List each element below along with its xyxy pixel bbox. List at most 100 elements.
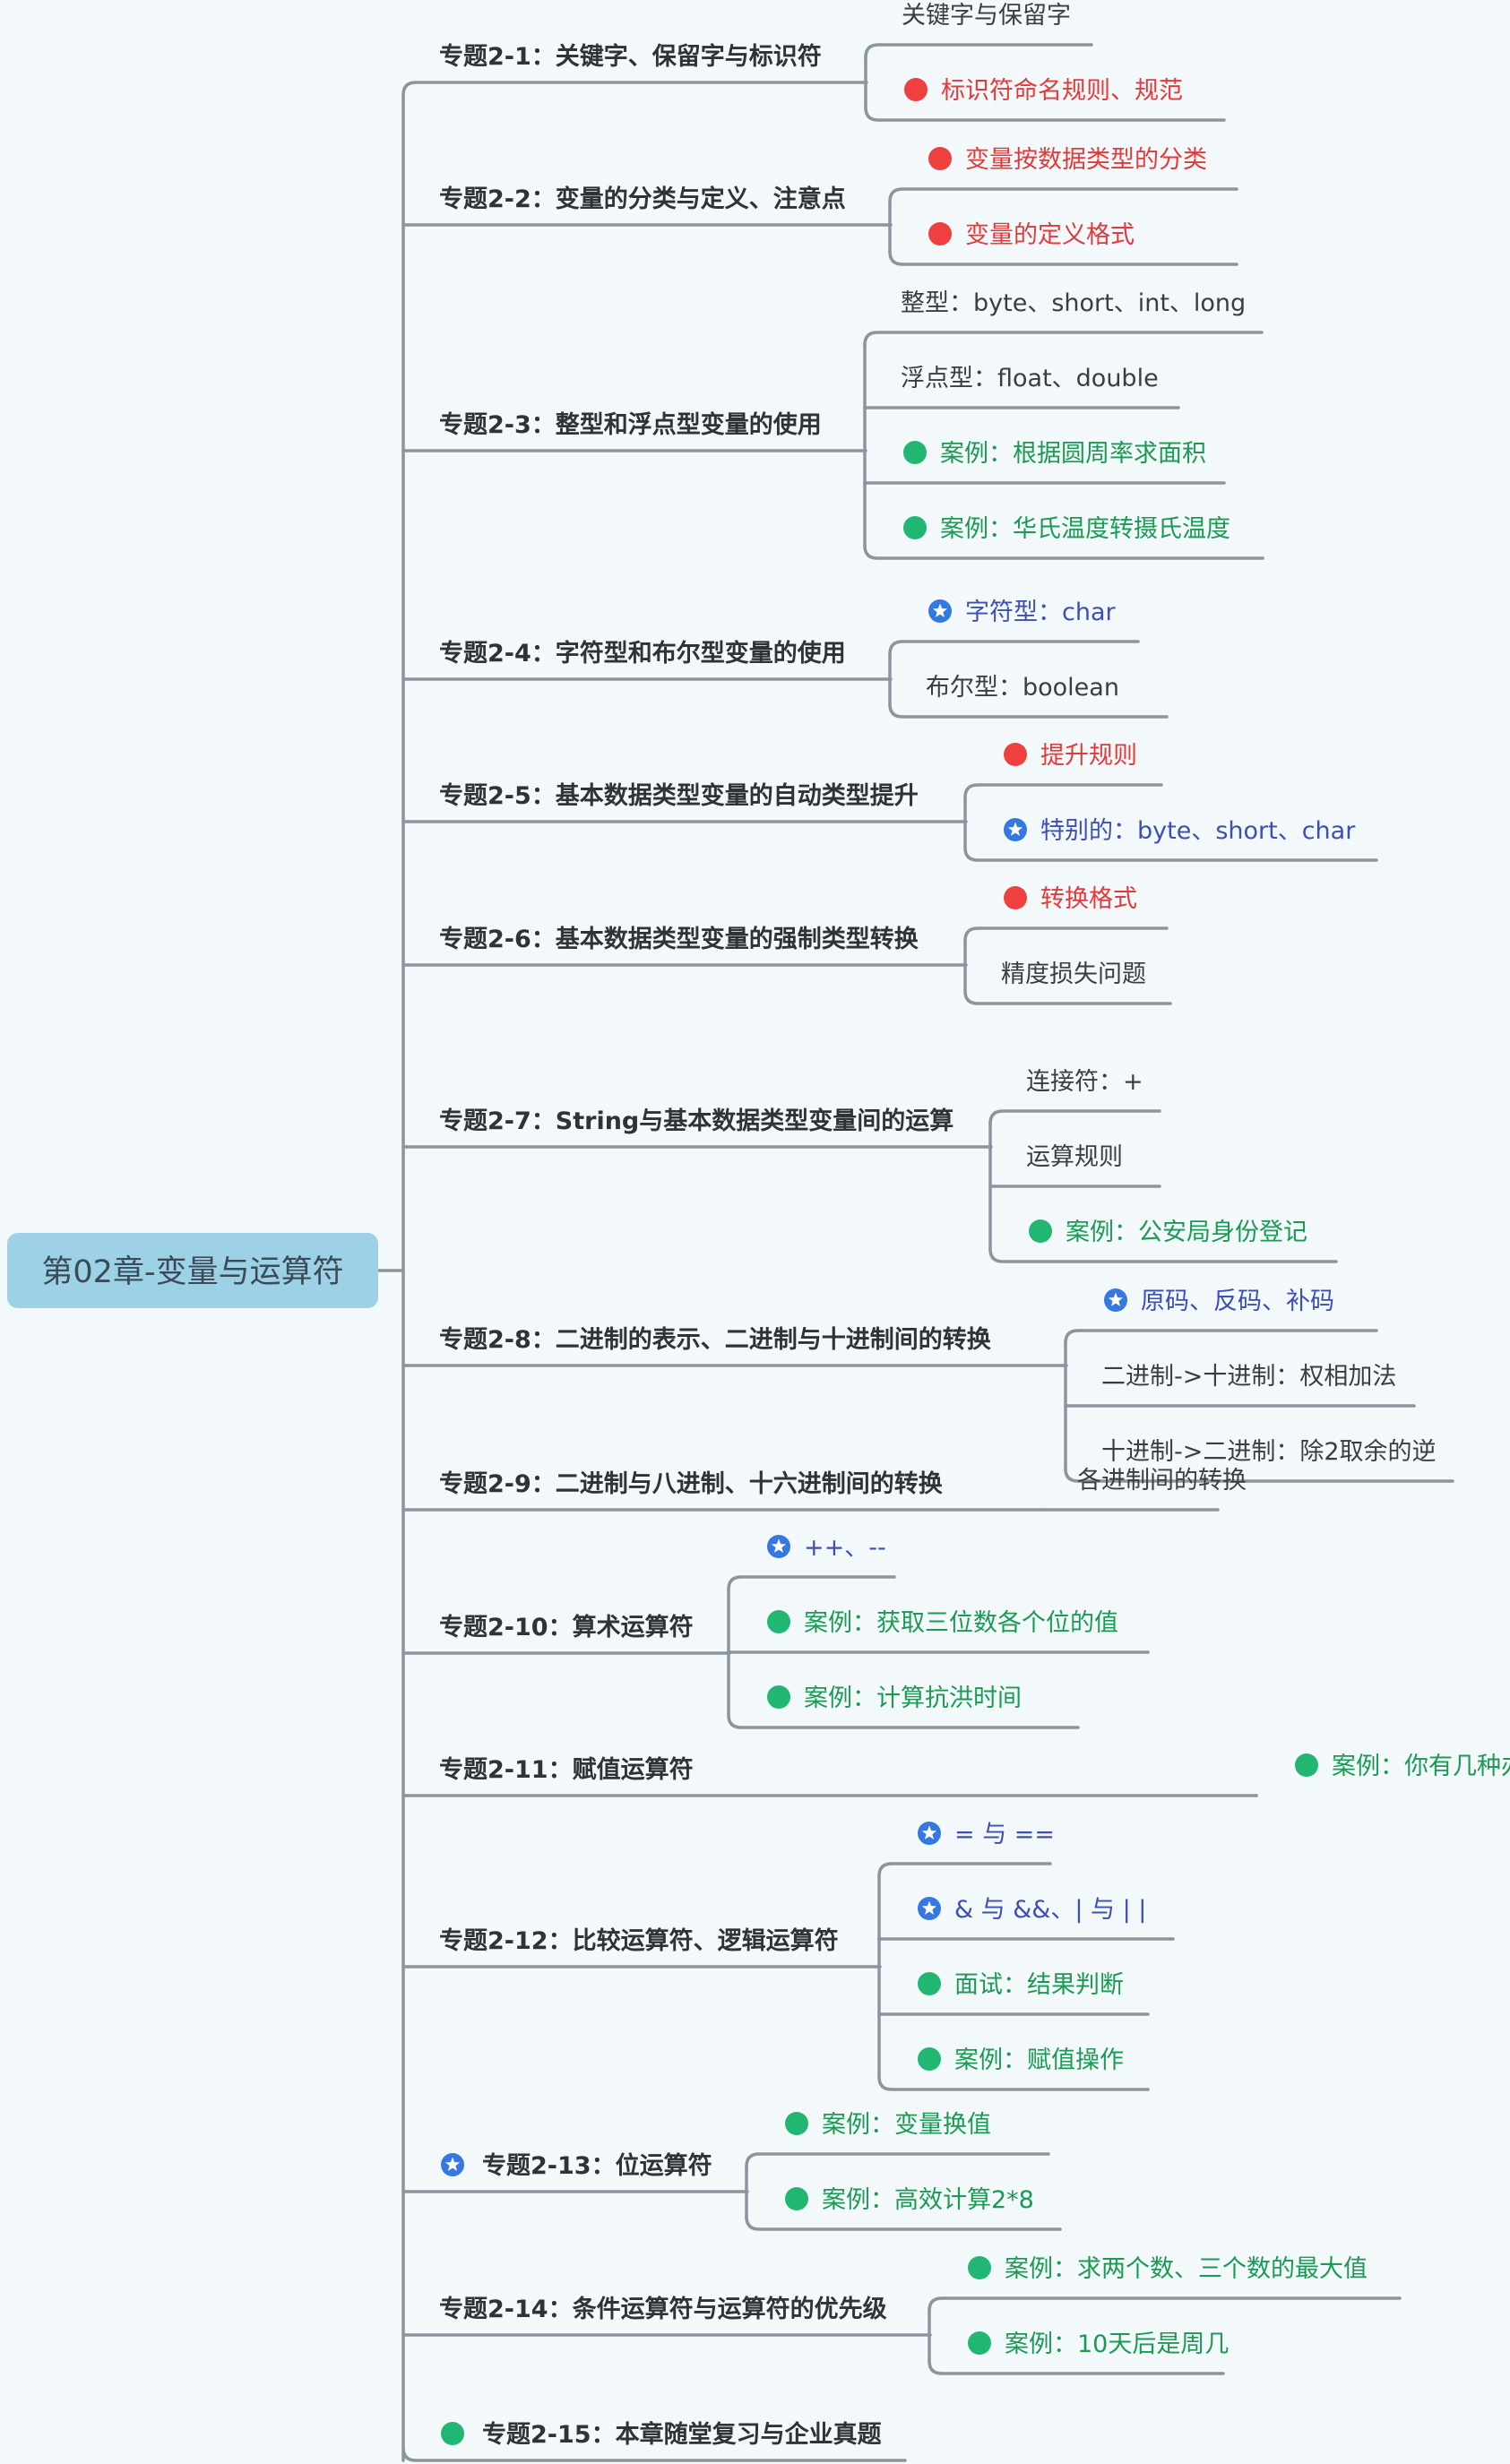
topic-label: 专题2-14：条件运算符与运算符的优先级 (439, 2295, 887, 2323)
leaf-label: 案例：计算抗洪时间 (804, 1684, 1022, 1712)
leaf-node[interactable]: 案例：10天后是周几 (968, 2330, 1229, 2358)
leaf-node[interactable]: 案例：计算抗洪时间 (767, 1684, 1022, 1712)
leaf-node[interactable]: 关键字与保留字 (902, 2, 1071, 30)
root-node-box (7, 1233, 378, 1308)
leaf-node[interactable]: 原码、反码、补码 (1104, 1288, 1334, 1315)
leaf-node[interactable]: ++、-- (767, 1534, 886, 1562)
leaf-node[interactable]: 转换格式 (1004, 885, 1137, 913)
leaf-green-dot-icon (767, 1610, 790, 1633)
leaf-label: 案例：华氏温度转摄氏温度 (940, 515, 1230, 543)
leaf-star-badge-icon (918, 1897, 941, 1920)
topic-node[interactable]: 专题2-1：关键字、保留字与标识符 (439, 42, 822, 71)
leaf-node[interactable]: 各进制间的转换 (1077, 1467, 1247, 1495)
leaf-label: 关键字与保留字 (902, 2, 1071, 30)
topic-node[interactable]: 专题2-10：算术运算符 (439, 1613, 694, 1641)
topic-label: 专题2-12：比较运算符、逻辑运算符 (439, 1926, 839, 1955)
leaf-star-badge-icon (918, 1822, 941, 1845)
leaf-red-dot-icon (904, 78, 928, 101)
leaf-node[interactable]: 二进制->十进制：权相加法 (1101, 1363, 1396, 1391)
leaf-node[interactable]: 案例：公安局身份登记 (1029, 1219, 1307, 1246)
leaf-node[interactable]: 案例：求两个数、三个数的最大值 (968, 2255, 1368, 2283)
leaf-label: & 与 &&、| 与 | | (954, 1896, 1146, 1924)
leaf-label: 连接符：+ (1026, 1068, 1143, 1096)
leaf-label: 案例：获取三位数各个位的值 (804, 1609, 1118, 1637)
leaf-label: 案例：赋值操作 (954, 2046, 1124, 2074)
topic-node[interactable]: 专题2-7：String与基本数据类型变量间的运算 (439, 1107, 953, 1135)
leaf-node[interactable]: 布尔型：boolean (926, 674, 1119, 702)
leaf-label: 标识符命名规则、规范 (941, 77, 1183, 105)
topic-label: 专题2-6：基本数据类型变量的强制类型转换 (439, 925, 919, 953)
topic-green-dot-icon (441, 2422, 464, 2445)
leaf-node[interactable]: & 与 &&、| 与 | | (918, 1896, 1146, 1924)
leaf-green-dot-icon (918, 1972, 941, 1995)
leaf-node[interactable]: 浮点型：float、double (901, 365, 1159, 392)
topic-node[interactable]: 专题2-15：本章随堂复习与企业真题 (441, 2420, 882, 2449)
leaf-node[interactable]: 案例：变量换值 (785, 2111, 991, 2139)
leaf-red-dot-icon (1004, 886, 1027, 909)
leaf-node[interactable]: 面试：结果判断 (918, 1971, 1124, 1999)
leaf-label: 提升规则 (1040, 742, 1137, 770)
leaf-label: 面试：结果判断 (954, 1971, 1124, 1999)
leaf-label: 二进制->十进制：权相加法 (1101, 1363, 1396, 1391)
leaf-node[interactable]: 精度损失问题 (1001, 961, 1146, 988)
topic-node[interactable]: 专题2-5：基本数据类型变量的自动类型提升 (439, 781, 919, 810)
leaf-green-dot-icon (767, 1685, 790, 1709)
leaf-node[interactable]: 标识符命名规则、规范 (904, 77, 1183, 105)
topic-label: 专题2-9：二进制与八进制、十六进制间的转换 (439, 1469, 944, 1498)
leaf-node[interactable]: 案例：高效计算2*8 (785, 2186, 1034, 2214)
leaf-green-dot-icon (1029, 1219, 1052, 1243)
leaf-node[interactable]: 变量按数据类型的分类 (928, 146, 1207, 174)
topic-node[interactable]: 专题2-9：二进制与八进制、十六进制间的转换 (439, 1469, 944, 1498)
leaf-green-dot-icon (968, 2331, 991, 2355)
leaf-red-dot-icon (928, 222, 952, 246)
leaf-label: 布尔型：boolean (926, 674, 1119, 702)
topic-star-badge-icon (441, 2153, 464, 2176)
leaf-node[interactable]: 案例：你有几种办法实现变量加1、加2 (1295, 1753, 1510, 1780)
leaf-green-dot-icon (785, 2187, 808, 2210)
leaf-node[interactable]: 连接符：+ (1026, 1068, 1143, 1096)
topic-node[interactable]: 专题2-4：字符型和布尔型变量的使用 (439, 639, 846, 668)
leaf-node[interactable]: 变量的定义格式 (928, 221, 1135, 249)
leaf-label: 案例：变量换值 (822, 2111, 991, 2139)
leaf-label: ++、-- (804, 1534, 886, 1562)
leaf-label: 特别的：byte、short、char (1040, 817, 1356, 845)
leaf-label: 案例：求两个数、三个数的最大值 (1005, 2255, 1368, 2283)
leaf-label: = 与 == (954, 1821, 1055, 1848)
leaf-node[interactable]: 案例：赋值操作 (918, 2046, 1124, 2074)
leaf-node[interactable]: 十进制->二进制：除2取余的逆 (1101, 1438, 1437, 1466)
topic-node[interactable]: 专题2-2：变量的分类与定义、注意点 (439, 185, 846, 213)
topic-label: 专题2-15：本章随堂复习与企业真题 (482, 2420, 882, 2449)
leaf-node[interactable]: 案例：获取三位数各个位的值 (767, 1609, 1118, 1637)
topic-node[interactable]: 专题2-6：基本数据类型变量的强制类型转换 (439, 925, 919, 953)
leaf-label: 变量的定义格式 (965, 221, 1135, 249)
leaf-node[interactable]: 案例：根据圆周率求面积 (903, 440, 1206, 468)
topic-node[interactable]: 专题2-13：位运算符 (441, 2151, 712, 2180)
leaf-node[interactable]: 运算规则 (1026, 1143, 1123, 1171)
topic-node[interactable]: 专题2-11：赋值运算符 (439, 1755, 694, 1784)
topic-node[interactable]: 专题2-14：条件运算符与运算符的优先级 (439, 2295, 887, 2323)
leaf-node[interactable]: = 与 == (918, 1821, 1055, 1848)
leaf-node[interactable]: 字符型：char (928, 599, 1117, 626)
leaf-label: 十进制->二进制：除2取余的逆 (1101, 1438, 1437, 1466)
root-node[interactable]: 第02章-变量与运算符 (7, 1233, 378, 1308)
leaf-red-dot-icon (1004, 743, 1027, 766)
leaf-node[interactable]: 提升规则 (1004, 742, 1137, 770)
topic-label: 专题2-10：算术运算符 (439, 1613, 694, 1641)
topic-label: 专题2-5：基本数据类型变量的自动类型提升 (439, 781, 919, 810)
topic-nodes: 专题2-1：关键字、保留字与标识符 关键字与保留字标识符命名规则、规范专题2-2：… (439, 2, 1510, 2449)
topic-node[interactable]: 专题2-8：二进制的表示、二进制与十进制间的转换 (439, 1325, 992, 1354)
leaf-green-dot-icon (903, 516, 927, 539)
leaf-node[interactable]: 整型：byte、short、int、long (901, 289, 1246, 317)
leaf-label: 精度损失问题 (1001, 961, 1146, 988)
leaf-node[interactable]: 特别的：byte、short、char (1004, 817, 1356, 845)
topic-label: 专题2-4：字符型和布尔型变量的使用 (439, 639, 846, 668)
leaf-green-dot-icon (918, 2047, 941, 2071)
topic-node[interactable]: 专题2-3：整型和浮点型变量的使用 (439, 410, 822, 439)
topic-node[interactable]: 专题2-12：比较运算符、逻辑运算符 (439, 1926, 839, 1955)
topic-label: 专题2-7：String与基本数据类型变量间的运算 (439, 1107, 953, 1135)
topic-label: 专题2-13：位运算符 (482, 2151, 712, 2180)
leaf-star-badge-icon (767, 1535, 790, 1558)
leaf-label: 案例：根据圆周率求面积 (940, 440, 1206, 468)
leaf-node[interactable]: 案例：华氏温度转摄氏温度 (903, 515, 1230, 543)
